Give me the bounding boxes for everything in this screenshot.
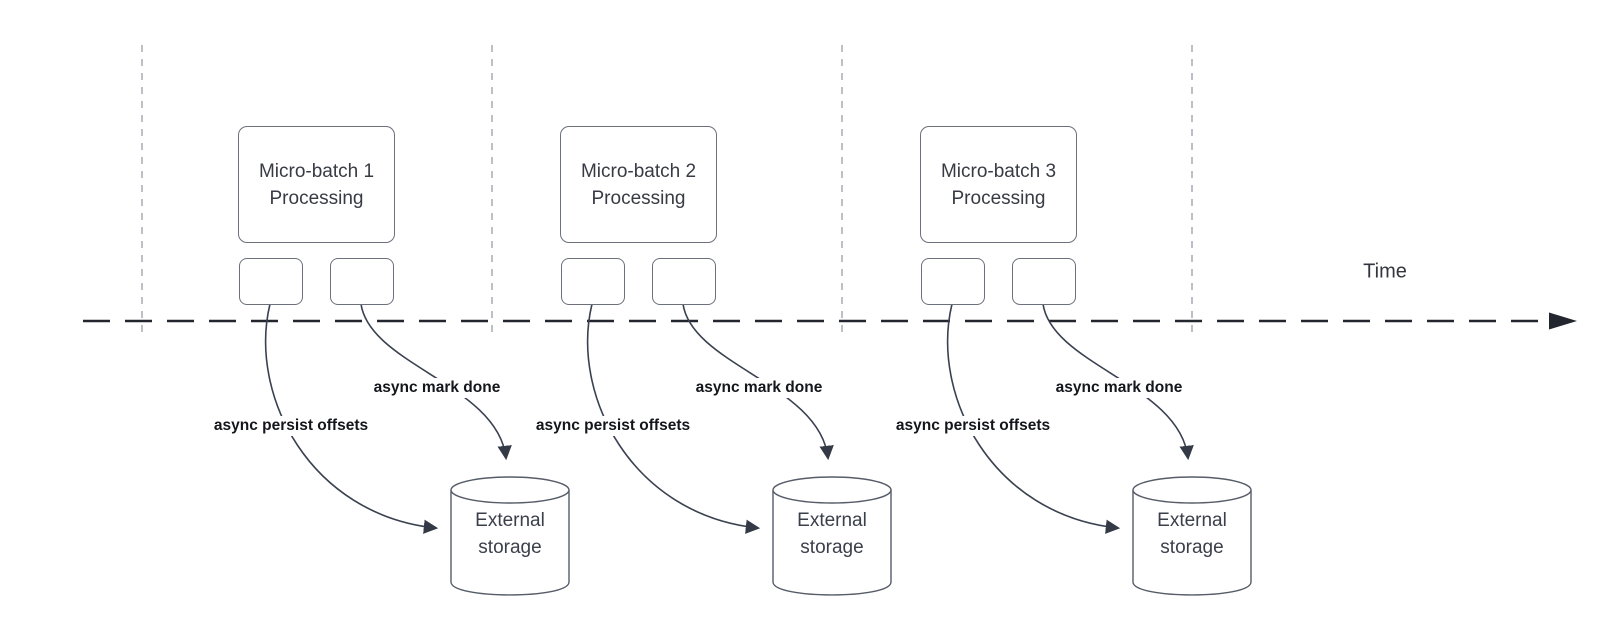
- micro-batch-label-line1: Micro-batch 1: [258, 160, 375, 182]
- cylinder-top: [772, 476, 892, 504]
- micro-batch-box: Micro-batch 1 Processing: [238, 126, 395, 243]
- external-storage-label-line2: storage: [1160, 537, 1224, 558]
- micro-batch-label-line2: Processing: [269, 187, 364, 209]
- external-storage-label: External storage: [475, 507, 545, 561]
- mark-done-label: async mark done: [1051, 378, 1187, 398]
- persist-offsets-task-box: [239, 258, 303, 305]
- time-axis-label: Time: [1363, 260, 1407, 283]
- external-storage-label: External storage: [797, 507, 867, 561]
- micro-batch-label-line1: Micro-batch 2: [580, 160, 697, 182]
- micro-batch-label-line2: Processing: [951, 187, 1046, 209]
- interval-guides: [141, 45, 1193, 337]
- micro-batch-box: Micro-batch 3 Processing: [920, 126, 1077, 243]
- cylinder-top: [1132, 476, 1252, 504]
- mark-done-task-box: [1012, 258, 1076, 305]
- persist-offsets-arrow: [946, 303, 1121, 534]
- cylinder-body: [772, 490, 892, 596]
- micro-batch-label-line2: Processing: [591, 187, 686, 209]
- micro-batch-box: Micro-batch 2 Processing: [560, 126, 717, 243]
- storage-cylinder: [1132, 476, 1252, 596]
- mark-done-task-box: [330, 258, 394, 305]
- persist-offsets-label: async persist offsets: [891, 416, 1055, 436]
- storage-cylinder: [772, 476, 892, 596]
- external-storage-label-line1: External: [475, 510, 545, 531]
- persist-offsets-task-box: [561, 258, 625, 305]
- mark-done-arrow: [360, 303, 512, 461]
- external-storage-label-line1: External: [1157, 510, 1227, 531]
- section-2-strokes: [586, 303, 892, 596]
- persist-offsets-label: async persist offsets: [531, 416, 695, 436]
- cylinder-body: [1132, 490, 1252, 596]
- mark-done-arrow: [682, 303, 834, 461]
- section-3-strokes: [946, 303, 1252, 596]
- persist-offsets-task-box: [921, 258, 985, 305]
- external-storage-label-line1: External: [797, 510, 867, 531]
- mark-done-label: async mark done: [691, 378, 827, 398]
- cylinder-body: [450, 490, 570, 596]
- cylinder-top: [450, 476, 570, 504]
- timeline-axis: [83, 312, 1577, 330]
- timeline-arrowhead-icon: [1549, 312, 1577, 330]
- mark-done-task-box: [652, 258, 716, 305]
- section-1-strokes: [264, 303, 570, 596]
- persist-offsets-arrow: [264, 303, 439, 534]
- mark-done-label: async mark done: [369, 378, 505, 398]
- external-storage-label-line2: storage: [478, 537, 542, 558]
- mark-done-arrow: [1042, 303, 1194, 461]
- storage-cylinder: [450, 476, 570, 596]
- persist-offsets-label: async persist offsets: [209, 416, 373, 436]
- persist-offsets-arrow: [586, 303, 761, 534]
- external-storage-label-line2: storage: [800, 537, 864, 558]
- external-storage-label: External storage: [1157, 507, 1227, 561]
- micro-batch-label-line1: Micro-batch 3: [940, 160, 1057, 182]
